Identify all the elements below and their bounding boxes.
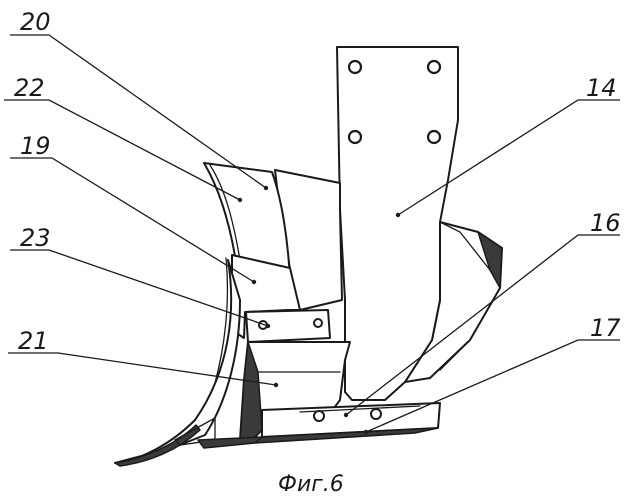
shank-hole-bottom-left: [349, 131, 361, 143]
wear-strip-parts-16-17: [198, 403, 440, 448]
callout-23: 23: [20, 224, 51, 252]
front-blade: [115, 260, 240, 466]
callout-19: 19: [20, 132, 51, 160]
shank-hole-bottom-right: [428, 131, 440, 143]
callout-16: 16: [590, 209, 621, 237]
shank-hole-top-left: [349, 61, 361, 73]
bracket-part-23: [246, 310, 330, 342]
strip-bolt-left: [314, 411, 324, 421]
callout-20: 20: [20, 8, 51, 36]
callout-21: 21: [18, 327, 49, 355]
bracket-bolt-right: [314, 319, 322, 327]
figure-caption: Фиг.6: [278, 472, 344, 497]
callout-22: 22: [14, 74, 45, 102]
callout-14: 14: [586, 74, 617, 102]
strip-bolt-right: [371, 409, 381, 419]
callout-17: 17: [590, 314, 621, 342]
shank-hole-top-right: [428, 61, 440, 73]
